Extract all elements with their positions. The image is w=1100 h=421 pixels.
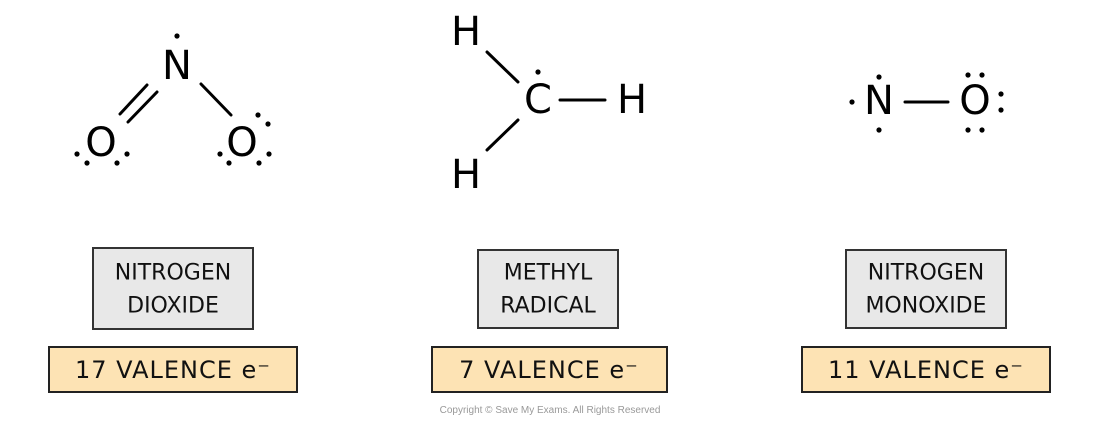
bond-c-h-top bbox=[485, 50, 520, 84]
valence-count-nitrogen-monoxide: 11 VALENCE e⁻ bbox=[801, 346, 1051, 393]
svg-text:NITROGEN: NITROGEN bbox=[868, 261, 984, 286]
svg-text:11 VALENCE e⁻: 11 VALENCE e⁻ bbox=[828, 356, 1024, 384]
svg-text:17 VALENCE e⁻: 17 VALENCE e⁻ bbox=[75, 356, 271, 384]
svg-text:METHYL: METHYL bbox=[504, 261, 593, 286]
nitrogen-monoxide-structure: N O bbox=[849, 72, 1004, 133]
svg-text:DIOXIDE: DIOXIDE bbox=[127, 294, 219, 319]
atom-c: C bbox=[524, 77, 552, 123]
name-label-methyl-radical: METHYL RADICAL bbox=[477, 249, 619, 329]
single-bond bbox=[199, 82, 233, 117]
svg-text:RADICAL: RADICAL bbox=[500, 294, 596, 319]
electron-dot bbox=[535, 69, 541, 75]
valence-count-nitrogen-dioxide: 17 VALENCE e⁻ bbox=[48, 346, 298, 393]
atom-o: O bbox=[959, 78, 990, 124]
double-bond-line-1 bbox=[118, 83, 149, 116]
name-label-nitrogen-monoxide: NITROGEN MONOXIDE bbox=[845, 249, 1007, 329]
name-label-nitrogen-dioxide: NITROGEN DIOXIDE bbox=[92, 247, 254, 330]
svg-text:NITROGEN: NITROGEN bbox=[115, 261, 231, 286]
copyright-notice: Copyright © Save My Exams. All Rights Re… bbox=[440, 405, 661, 416]
atom-h-bottom: H bbox=[451, 152, 481, 198]
atom-h-top: H bbox=[451, 9, 481, 55]
valence-count-methyl-radical: 7 VALENCE e⁻ bbox=[431, 346, 668, 393]
atom-h-right: H bbox=[617, 77, 647, 123]
electron-dots bbox=[849, 72, 1004, 133]
svg-text:7 VALENCE e⁻: 7 VALENCE e⁻ bbox=[459, 356, 639, 384]
svg-text:MONOXIDE: MONOXIDE bbox=[865, 294, 986, 319]
atom-o-right: O bbox=[226, 120, 257, 166]
electron-dots bbox=[74, 33, 272, 166]
methyl-radical-structure: H C H H bbox=[451, 9, 647, 198]
atom-o-left: O bbox=[85, 120, 116, 166]
atom-n: N bbox=[162, 43, 192, 89]
nitrogen-dioxide-structure: N O O bbox=[74, 33, 272, 166]
atom-n: N bbox=[864, 78, 894, 124]
double-bond-line-2 bbox=[126, 90, 159, 124]
bond-c-h-bottom bbox=[485, 118, 520, 152]
